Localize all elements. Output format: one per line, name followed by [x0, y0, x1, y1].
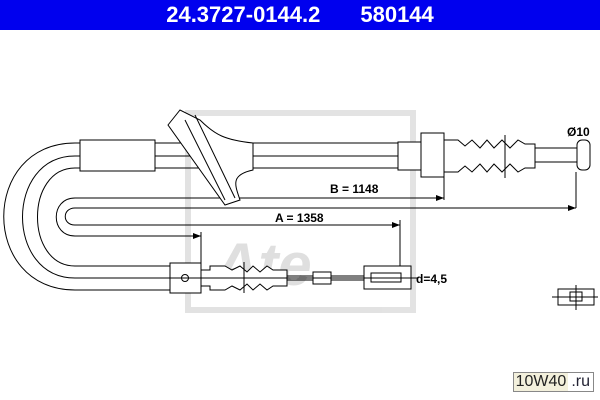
- watermark-suffix: .ru: [571, 373, 590, 390]
- end-view-icon: [552, 285, 598, 310]
- dimension-d: d=4,5: [416, 272, 447, 286]
- part-number: 24.3727-0144.2: [166, 2, 321, 27]
- ref-number: 580144: [360, 2, 434, 27]
- inner-loop: [55, 197, 576, 237]
- watermark-main: 10W40: [513, 373, 569, 391]
- sheath-sleeve: [79, 139, 156, 172]
- lower-end-fitting: [150, 262, 418, 294]
- cable-sheath: [3, 142, 400, 291]
- dimension-b: B = 1148: [330, 182, 379, 196]
- a-arrow: [392, 222, 400, 228]
- overall-arrow: [568, 205, 576, 211]
- rubber-boot: [167, 109, 254, 206]
- upper-end-fitting: [397, 132, 591, 208]
- a-start-arrow: [193, 233, 201, 239]
- b-arrow: [436, 195, 444, 201]
- dimension-diameter: Ø10: [567, 125, 590, 139]
- site-watermark: 10W40 .ru: [512, 372, 594, 392]
- dimension-a: A = 1358: [275, 211, 324, 225]
- title-bar: 24.3727-0144.2 580144: [0, 0, 600, 30]
